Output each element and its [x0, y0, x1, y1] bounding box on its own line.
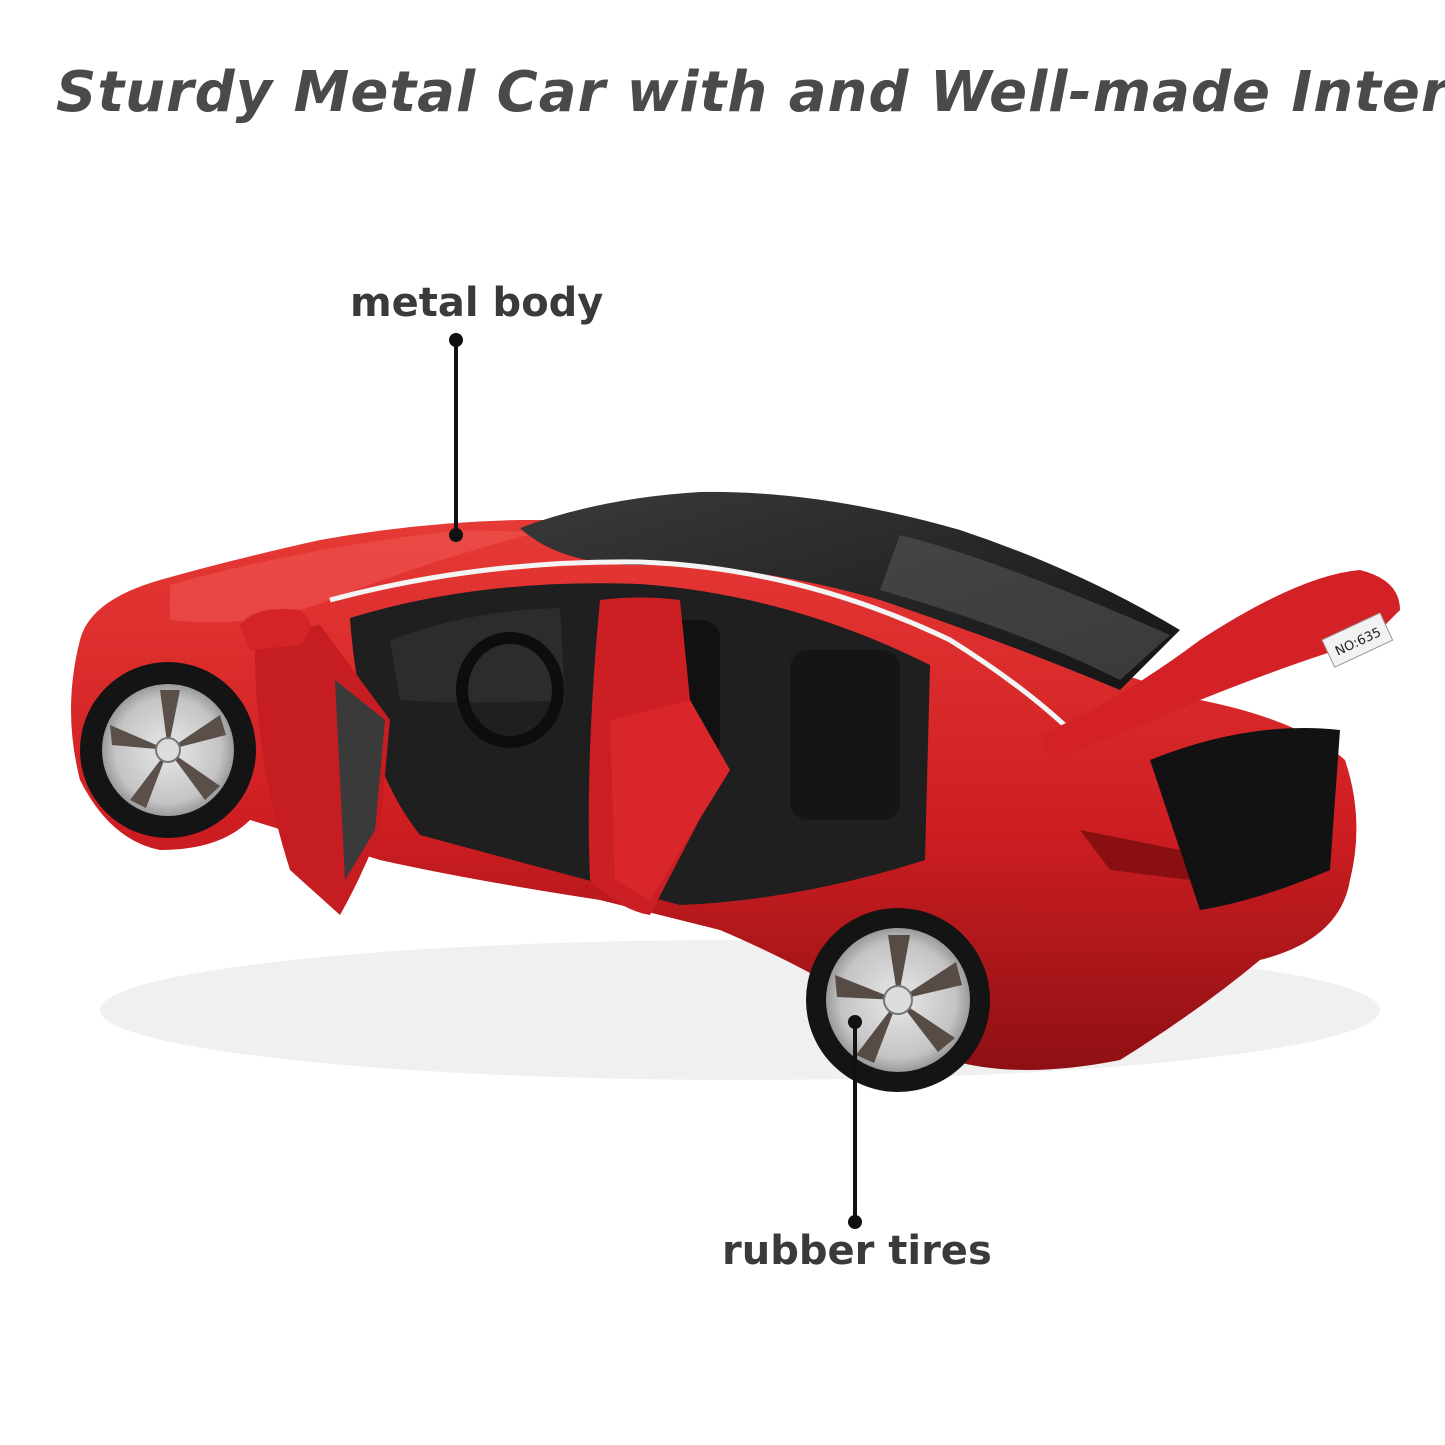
rubber-tires-leader-dot-bottom [848, 1215, 862, 1229]
window-trim [329, 559, 1082, 742]
trunk-opening [1150, 728, 1340, 910]
car-roof [520, 491, 1180, 690]
rubber-tires-label: rubber tires [722, 1228, 992, 1274]
rear-wheel-spokes [835, 935, 962, 1063]
metal-body-leader-dot-top [449, 333, 463, 347]
rear-wheel [806, 908, 990, 1092]
metal-body-leader-dot-bottom [449, 528, 463, 542]
side-mirror [240, 609, 310, 650]
front-door-inner [335, 680, 385, 880]
rear-window [880, 535, 1170, 680]
front-wheel-spokes [110, 690, 226, 808]
tail-light [1080, 830, 1190, 880]
steering-wheel [456, 632, 564, 748]
hood-highlight [170, 530, 540, 623]
metal-body-label: metal body [350, 280, 604, 326]
rear-door-inner [610, 700, 730, 900]
rear-seat [790, 650, 900, 820]
rubber-tires-leader-dot-top [848, 1015, 862, 1029]
headline: Sturdy Metal Car with and Well-made Inte… [56, 60, 1445, 125]
trunk-lid-open [1040, 570, 1400, 760]
license-plate [1321, 612, 1394, 668]
front-wheel [80, 662, 256, 838]
